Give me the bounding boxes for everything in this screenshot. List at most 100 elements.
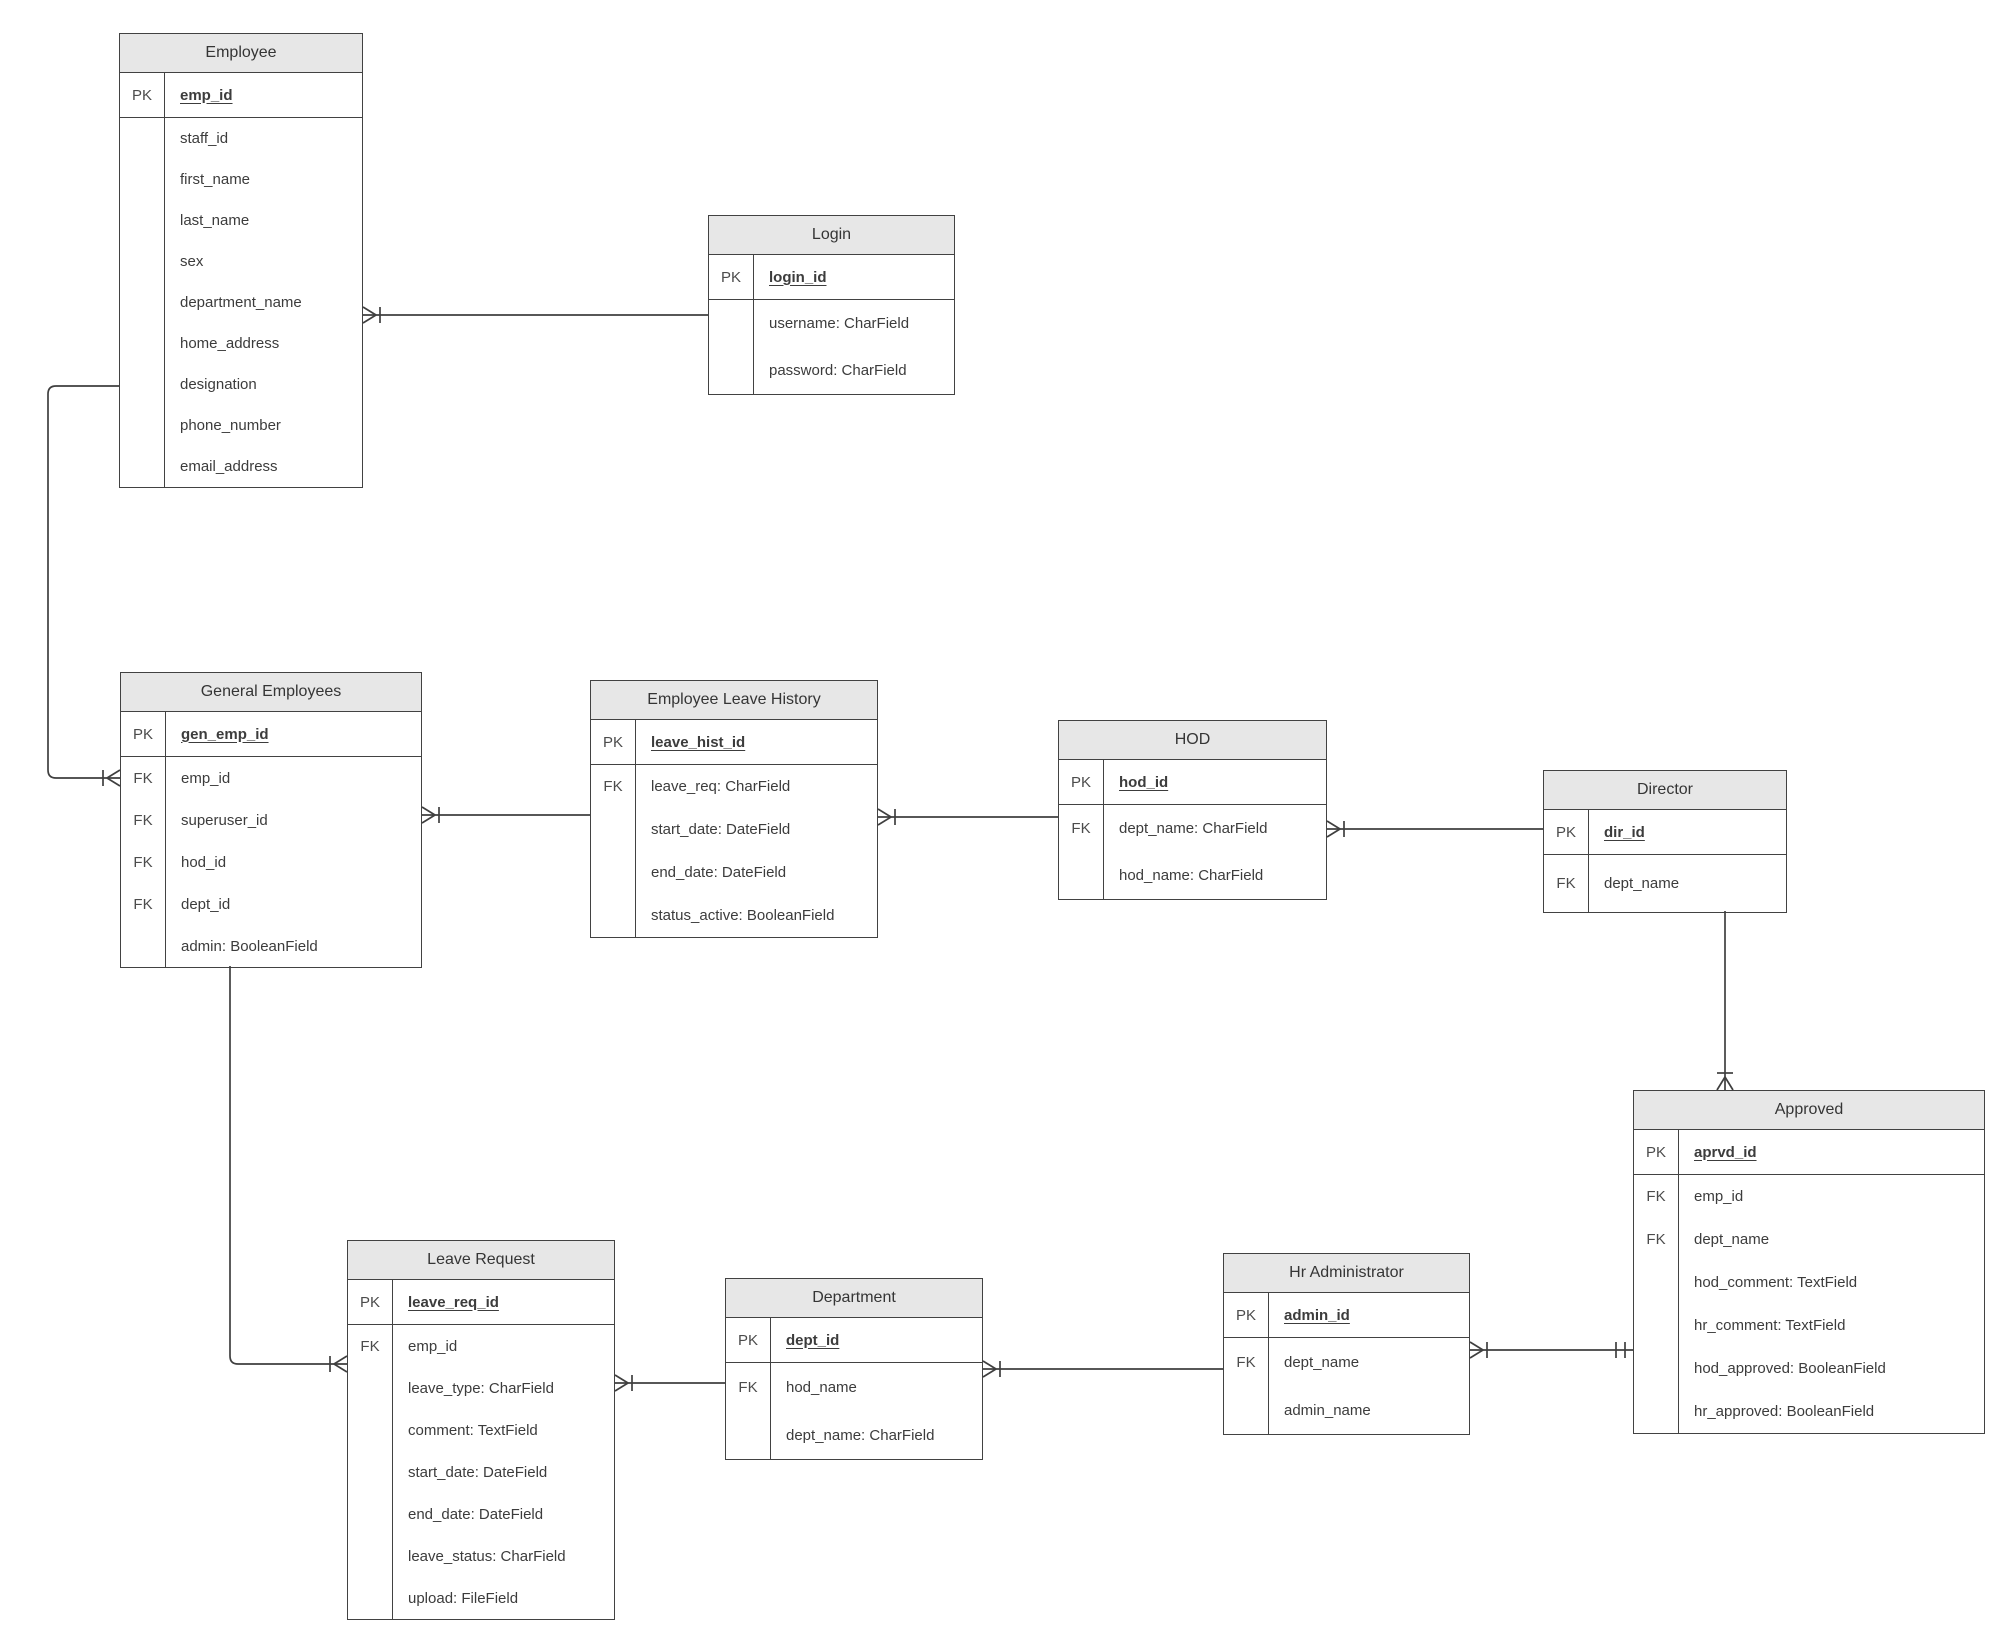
attribute-row: upload: FileField — [348, 1577, 614, 1619]
attribute-label: dept_name — [1694, 1231, 1770, 1248]
attribute-label: emp_id — [181, 769, 231, 787]
rel-general-employees-leave-history — [421, 806, 590, 824]
key-cell — [709, 300, 754, 347]
attribute-row: admin: BooleanField — [121, 925, 421, 967]
attribute-row: hr_comment: TextField — [1634, 1304, 1984, 1347]
attribute-row: hod_name: CharField — [1059, 852, 1326, 899]
key-cell — [120, 446, 165, 487]
attribute-row: status_active: BooleanField — [591, 894, 877, 937]
key-cell — [120, 118, 165, 159]
attribute-label: admin_name — [1284, 1401, 1371, 1419]
rel-hod-director — [1326, 820, 1543, 838]
entity-general-employees: General Employees PK gen_emp_id FK emp_id… — [120, 672, 422, 968]
attribute-row: hod_comment: TextField — [1634, 1261, 1984, 1304]
pk-attribute: login_id — [769, 268, 827, 286]
key-cell — [591, 808, 636, 851]
key-cell: PK — [726, 1318, 771, 1362]
attribute-row: FK hod_name — [726, 1363, 982, 1411]
pk-attribute: admin_id — [1284, 1306, 1350, 1324]
key-cell: PK — [1059, 760, 1104, 804]
key-cell: FK — [591, 765, 636, 808]
key-cell — [726, 1411, 771, 1459]
attribute-label: designation — [180, 376, 257, 393]
key-cell — [120, 405, 165, 446]
attribute-label: end_date: DateField — [651, 864, 787, 881]
key-cell — [348, 1535, 393, 1577]
attribute-label: start_date: DateField — [651, 821, 791, 838]
pk-row: PK emp_id — [120, 73, 362, 118]
attribute-row: username: CharField — [709, 300, 954, 347]
attribute-row: email_address — [120, 446, 362, 487]
entity-title: Employee — [120, 34, 362, 73]
key-cell — [120, 364, 165, 405]
key-cell: FK — [348, 1325, 393, 1367]
rel-department-hr-administrator — [982, 1360, 1223, 1378]
attribute-label: hod_comment: TextField — [1694, 1274, 1858, 1291]
pk-row: PK gen_emp_id — [121, 712, 421, 757]
key-cell — [1224, 1386, 1269, 1434]
attribute-row: last_name — [120, 200, 362, 241]
entity-title: Hr Administrator — [1224, 1254, 1469, 1293]
key-cell: FK — [121, 883, 166, 925]
attribute-label: leave_status: CharField — [408, 1547, 566, 1565]
attribute-label: emp_id — [1694, 1188, 1744, 1205]
entity-title: General Employees — [121, 673, 421, 712]
entity-title: Login — [709, 216, 954, 255]
attribute-label: first_name — [180, 171, 251, 188]
attribute-label: hod_name — [786, 1378, 857, 1396]
key-cell — [120, 323, 165, 364]
attribute-label: password: CharField — [769, 362, 907, 379]
key-cell — [709, 347, 754, 394]
pk-attribute: leave_req_id — [408, 1293, 499, 1311]
pk-attribute: hod_id — [1119, 773, 1169, 791]
entity-title: Approved — [1634, 1091, 1984, 1130]
pk-attribute: dept_id — [786, 1331, 840, 1349]
key-cell: PK — [120, 73, 165, 117]
attribute-row: department_name — [120, 282, 362, 323]
attribute-row: password: CharField — [709, 347, 954, 394]
pk-row: PK leave_req_id — [348, 1280, 614, 1325]
entity-title: Director — [1544, 771, 1786, 810]
attribute-label: emp_id — [408, 1337, 458, 1355]
key-cell: PK — [709, 255, 754, 299]
entity-login: Login PK login_id username: CharField pa… — [708, 215, 955, 395]
key-cell — [120, 159, 165, 200]
key-cell — [1634, 1347, 1679, 1390]
entity-title: Leave Request — [348, 1241, 614, 1280]
attribute-label: leave_type: CharField — [408, 1379, 554, 1397]
attribute-row: end_date: DateField — [348, 1493, 614, 1535]
rel-leave-request-department — [614, 1374, 725, 1392]
attribute-row: dept_name: CharField — [726, 1411, 982, 1459]
attribute-row: hr_approved: BooleanField — [1634, 1390, 1984, 1433]
attribute-label: start_date: DateField — [408, 1463, 548, 1481]
key-cell: FK — [1059, 805, 1104, 852]
attribute-label: comment: TextField — [408, 1421, 538, 1439]
attribute-row: comment: TextField — [348, 1409, 614, 1451]
key-cell — [1634, 1304, 1679, 1347]
key-cell: FK — [726, 1363, 771, 1411]
pk-row: PK admin_id — [1224, 1293, 1469, 1338]
attribute-label: email_address — [180, 458, 278, 475]
attribute-label: dept_name: CharField — [1119, 820, 1268, 837]
key-cell — [120, 282, 165, 323]
key-cell — [348, 1367, 393, 1409]
attribute-label: dept_name — [1604, 875, 1680, 892]
key-cell: PK — [1634, 1130, 1679, 1174]
pk-row: PK dir_id — [1544, 810, 1786, 855]
key-cell: FK — [1634, 1175, 1679, 1218]
key-cell: PK — [121, 712, 166, 756]
attribute-label: hod_approved: BooleanField — [1694, 1360, 1886, 1377]
entity-employee: Employee PK emp_id staff_id first_name l… — [119, 33, 363, 488]
attribute-label: upload: FileField — [408, 1589, 519, 1607]
attribute-row: leave_status: CharField — [348, 1535, 614, 1577]
key-cell: FK — [121, 757, 166, 799]
